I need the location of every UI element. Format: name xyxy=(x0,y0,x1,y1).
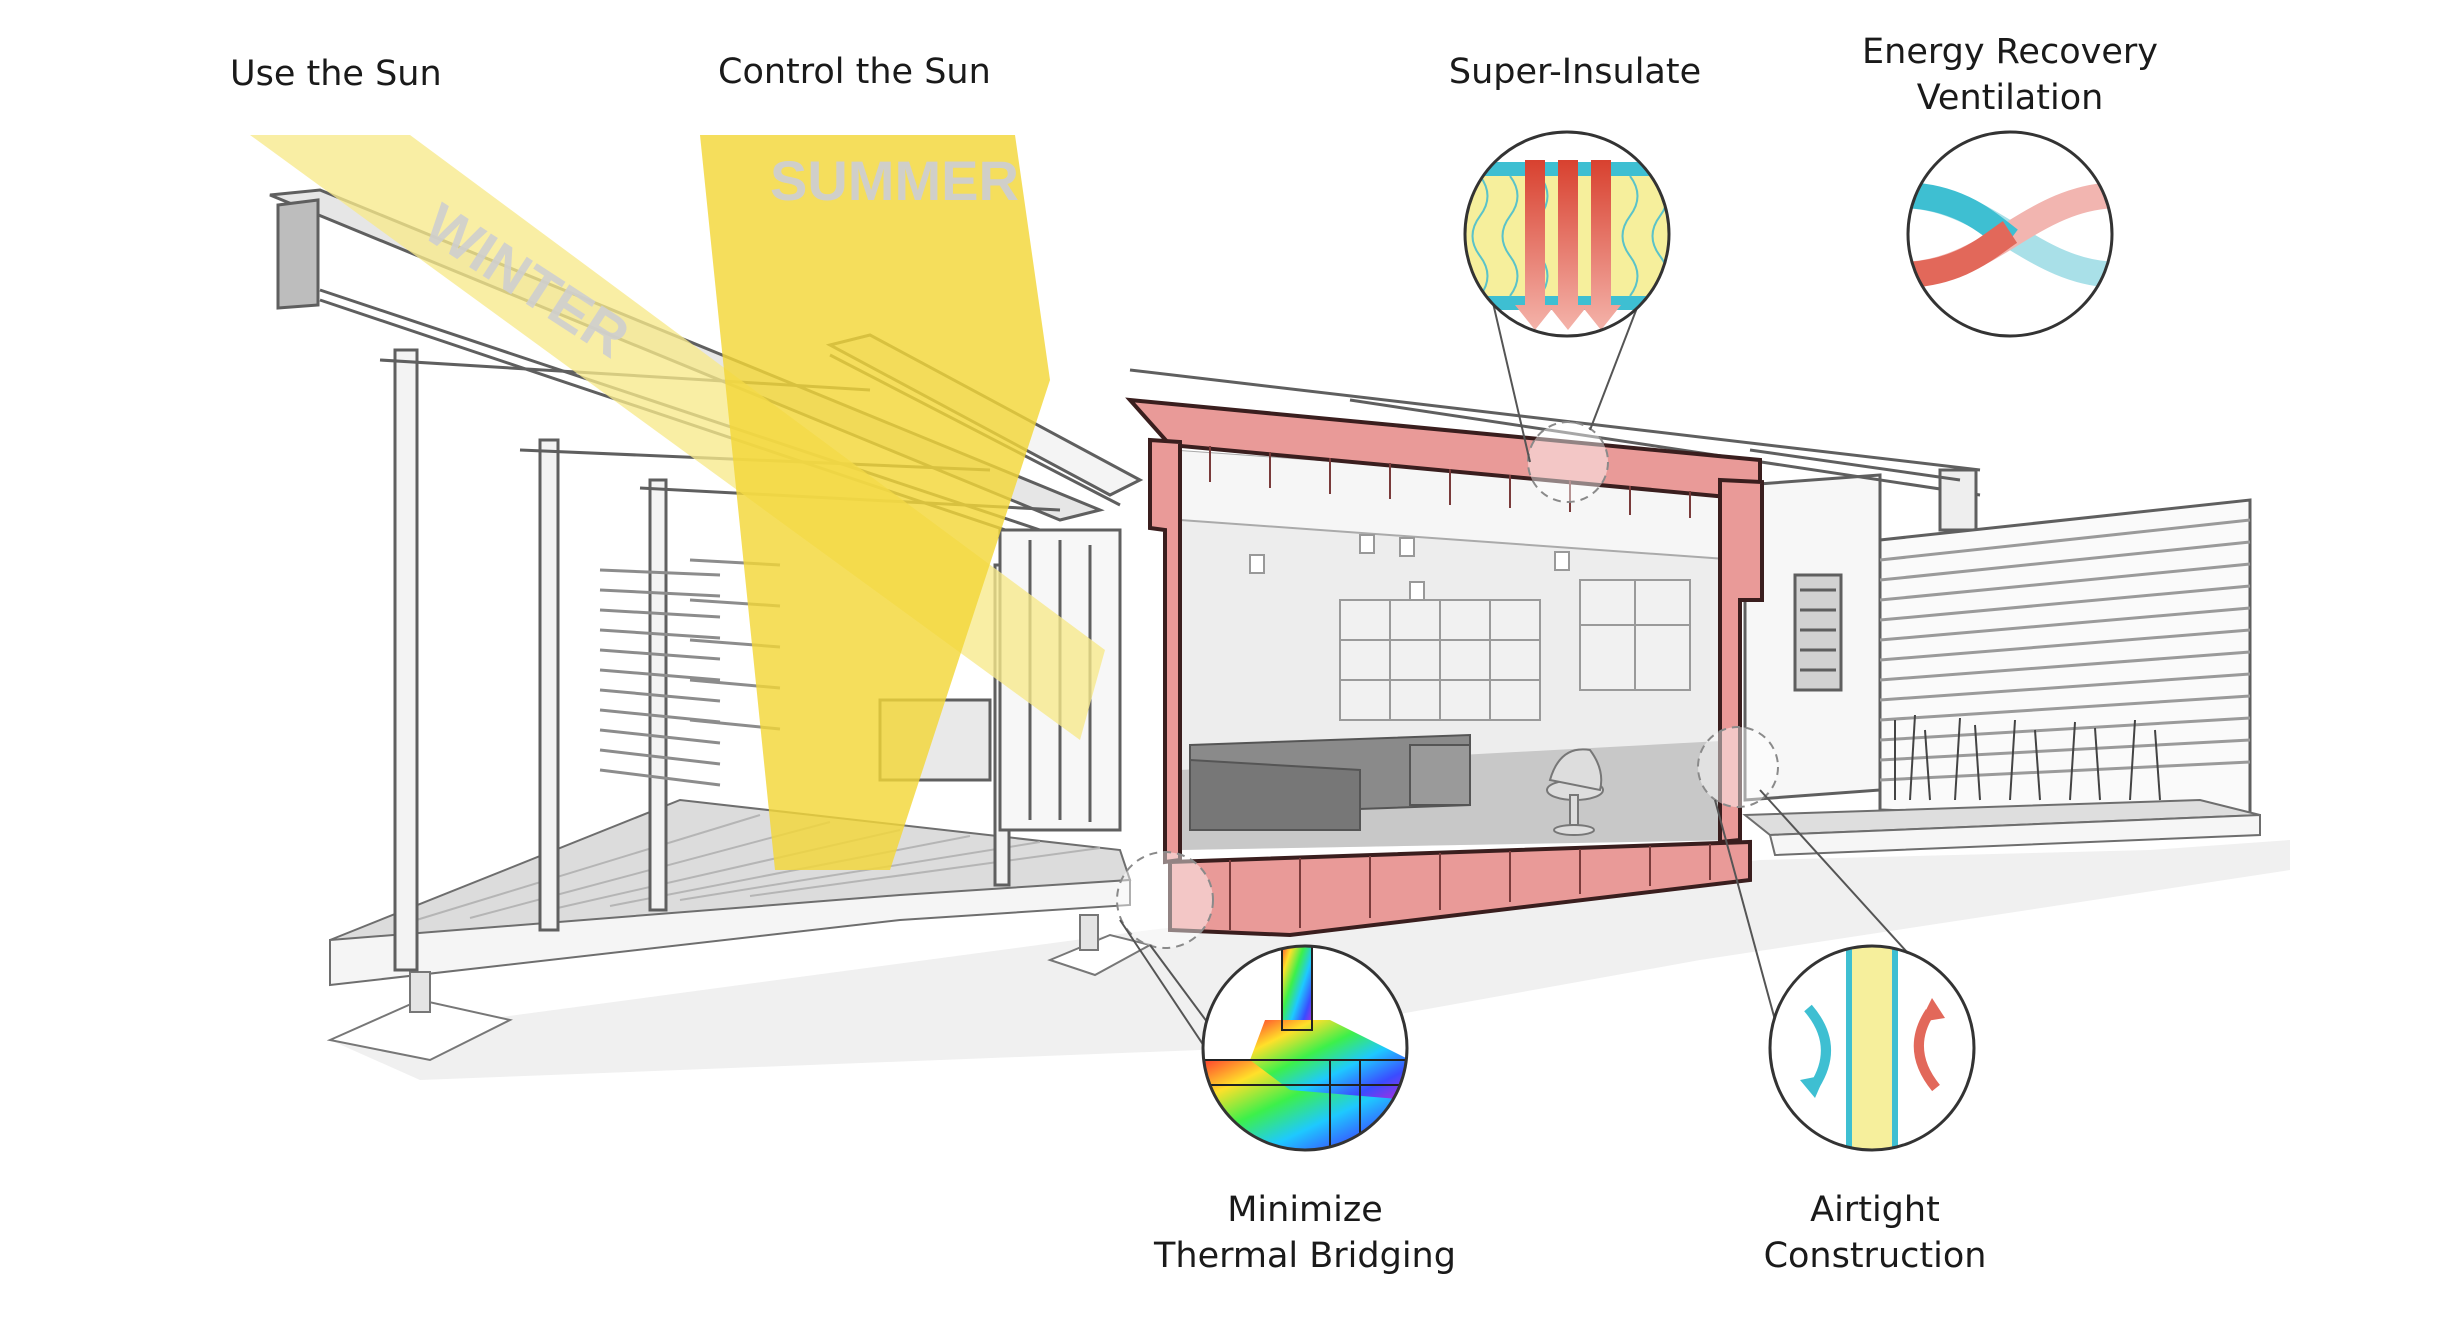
label-erv-line2: Ventilation xyxy=(1916,78,2104,118)
detail-markers xyxy=(1116,421,1779,949)
label-super-insulate: Super-Insulate xyxy=(1448,52,1702,92)
label-thermal-line1: Minimize xyxy=(1227,1190,1383,1230)
tulip-chair xyxy=(1546,748,1604,836)
interior-room xyxy=(1180,450,1740,850)
summer-label: SUMMER xyxy=(770,149,1019,212)
label-use-the-sun: Use the Sun xyxy=(230,54,442,94)
erv-inset xyxy=(1906,130,2114,338)
thermal-bridging-inset xyxy=(1201,944,1409,1152)
summer-sun-ray xyxy=(700,135,1050,870)
label-control-the-sun: Control the Sun xyxy=(718,52,991,92)
label-airtight-line2: Construction xyxy=(1763,1236,1987,1276)
insulation-ribs xyxy=(1209,446,1711,930)
airtight-inset xyxy=(1768,944,1976,1152)
porch-deck xyxy=(326,798,1153,1062)
insulated-envelope-section xyxy=(1125,397,1764,938)
right-deck xyxy=(1742,714,2261,857)
sofa xyxy=(1189,733,1471,831)
label-airtight-line1: Airtight xyxy=(1810,1190,1940,1230)
label-thermal-line2: Thermal Bridging xyxy=(1154,1236,1456,1276)
super-insulate-inset xyxy=(1463,130,1671,338)
label-erv-line1: Energy Recovery xyxy=(1862,32,2158,72)
right-louver-screen xyxy=(1879,518,2251,782)
left-louver-screen xyxy=(599,558,781,787)
